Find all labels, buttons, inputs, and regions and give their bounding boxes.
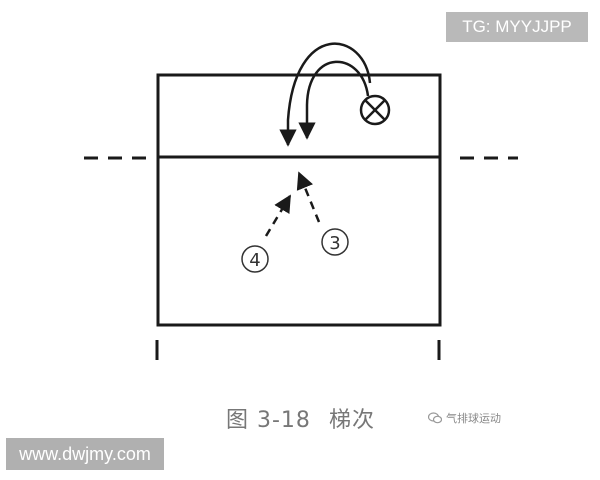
figure-number: 图 3-18 [226,408,311,433]
telegram-watermark: TG: MYYJJPP [446,12,588,42]
circle-x-icon [359,94,391,126]
court-outline [156,73,442,327]
marker-4-label: 4 [249,250,260,271]
movement-arrow-4 [264,194,292,237]
marker-3: 3 [321,228,349,256]
marker-3-label: 3 [329,233,340,254]
trajectory-arrow-inner [298,60,370,140]
wechat-icon [428,412,442,424]
figure-title: 梯次 [328,408,375,433]
marker-4: 4 [241,245,269,273]
movement-arrow-3 [296,171,321,223]
trajectory-arrow-outer [279,42,372,147]
figure-caption: 图 3-18 梯次 [226,402,375,434]
wechat-account-name: 气排球运动 [446,412,501,425]
wechat-account-watermark: 气排球运动 [428,410,501,426]
site-watermark: www.dwjmy.com [6,438,164,470]
